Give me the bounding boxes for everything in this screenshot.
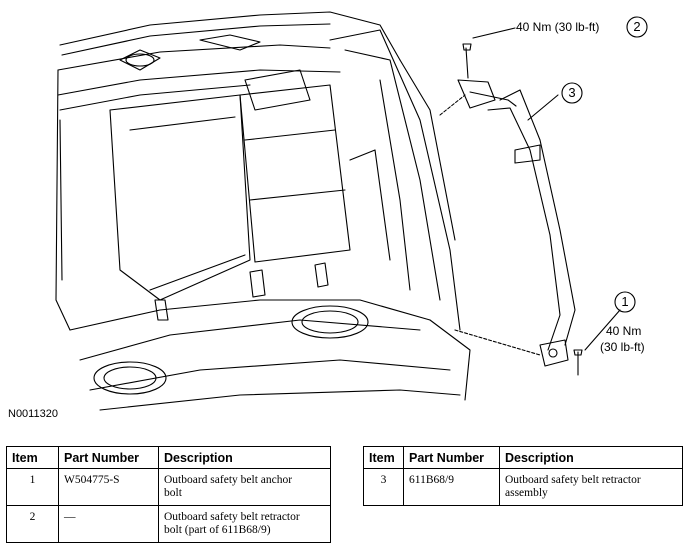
- cell-item: 1: [6, 468, 59, 506]
- cell-part-number: W504775-S: [58, 468, 159, 506]
- callout-number-2: 2: [633, 19, 640, 34]
- parts-table-left: Item Part Number Description 1 W504775-S…: [6, 446, 331, 543]
- table-header-row: Item Part Number Description: [6, 446, 331, 469]
- callout-circle-2: [626, 16, 648, 38]
- seat-back-right: [239, 84, 351, 263]
- callout-circle-1: [614, 291, 636, 313]
- callout-1-torque-lbft: (30 lb-ft): [600, 340, 645, 354]
- description-line: assembly: [505, 487, 548, 499]
- parts-table-right: Item Part Number Description 3 611B68/9 …: [363, 446, 683, 506]
- cell-description: Outboard safety belt retractor assembly: [499, 468, 683, 506]
- callout-1-torque-nm: 40 Nm: [606, 324, 642, 338]
- retractor-bolt: [465, 47, 469, 79]
- description-line: Outboard safety belt retractor: [505, 474, 641, 486]
- table-header-row: Item Part Number Description: [363, 446, 683, 469]
- header-description: Description: [158, 446, 331, 469]
- cell-item: 3: [363, 468, 404, 506]
- cell-description: Outboard safety belt anchor bolt: [158, 468, 331, 506]
- header-item: Item: [363, 446, 404, 469]
- safety-belt-webbing: [499, 89, 576, 346]
- cell-description: Outboard safety belt retractor bolt (par…: [158, 505, 331, 543]
- callout-number-3: 3: [568, 85, 575, 100]
- cell-part-number: —: [58, 505, 159, 543]
- table-row: 2 — Outboard safety belt retractor bolt …: [6, 505, 331, 543]
- speaker-left: [93, 361, 167, 395]
- seat-belt-diagram: 2 3 1: [55, 11, 648, 411]
- header-part-number: Part Number: [58, 446, 159, 469]
- description-line: bolt (part of 611B68/9): [164, 524, 271, 536]
- description-line: Outboard safety belt anchor: [164, 474, 293, 486]
- c-pillar: [329, 29, 461, 331]
- headrest: [244, 69, 311, 111]
- table-row: 1 W504775-S Outboard safety belt anchor …: [6, 468, 331, 506]
- cell-part-number: 611B68/9: [403, 468, 500, 506]
- description-line: Outboard safety belt retractor: [164, 511, 300, 523]
- table-row: 3 611B68/9 Outboard safety belt retracto…: [363, 468, 683, 506]
- speaker-right: [291, 305, 369, 339]
- description-line: bolt: [164, 487, 182, 499]
- rear-window-frame: [59, 11, 401, 61]
- callout-2-torque: 40 Nm (30 lb-ft): [516, 20, 600, 34]
- seat-back-left: [109, 94, 251, 301]
- cell-item: 2: [6, 505, 59, 543]
- callout-number-1: 1: [621, 294, 628, 309]
- callout-circle-3: [561, 82, 583, 104]
- header-description: Description: [499, 446, 683, 469]
- retractor: [457, 79, 496, 109]
- anchor: [539, 339, 569, 367]
- figure-id: N0011320: [8, 408, 58, 420]
- header-part-number: Part Number: [403, 446, 500, 469]
- header-item: Item: [6, 446, 59, 469]
